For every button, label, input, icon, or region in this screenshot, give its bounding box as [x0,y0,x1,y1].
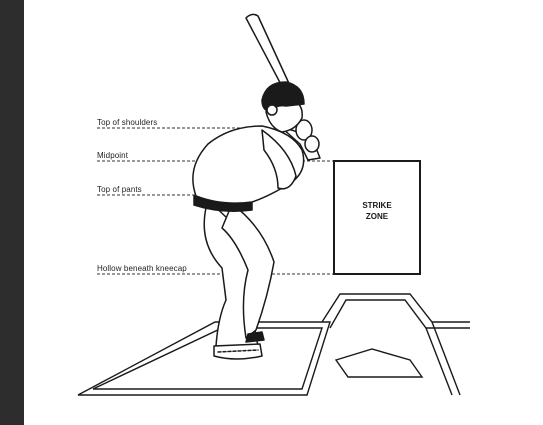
callout-hollow-beneath-kneecap: Hollow beneath kneecap [97,264,187,273]
viewer-left-rail [0,0,24,425]
strike-zone-diagram [77,13,470,396]
home-plate [334,348,424,378]
strike-zone-label-line2: ZONE [365,212,389,221]
callout-midpoint: Midpoint [97,151,129,160]
strike-zone-label: STRIKE ZONE [334,200,420,222]
document-page: Top of shoulders Midpoint Top of pants H… [24,0,543,425]
field-lines [77,293,470,396]
callout-top-of-pants: Top of pants [97,185,142,194]
strike-zone-box [333,160,421,275]
batter-illustration [192,13,321,360]
callout-top-of-shoulders: Top of shoulders [97,118,158,127]
strike-zone-label-line1: STRIKE [362,201,392,210]
bat [245,13,293,95]
